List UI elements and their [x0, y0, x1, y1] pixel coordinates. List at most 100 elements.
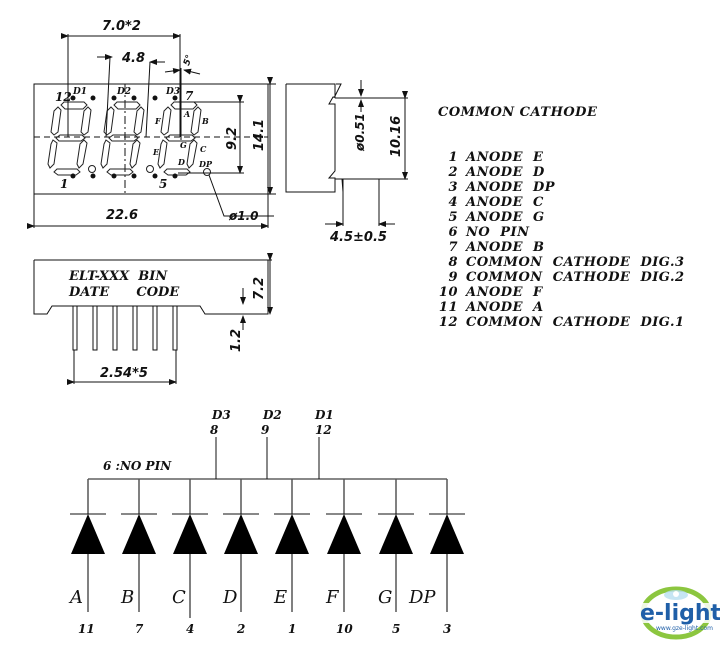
pin-description: COMMON CATHODE DIG.2: [466, 270, 685, 285]
pin-7-label: 7: [185, 89, 194, 103]
pins: [72, 305, 178, 351]
anode-pin-label: 5: [392, 622, 400, 636]
diode-triangle: [327, 514, 361, 554]
digit-label-d3: D3: [165, 87, 180, 97]
diode-triangle: [379, 514, 413, 554]
pin-description: ANODE DP: [466, 180, 556, 195]
pin-list-item: 6 NO PIN: [434, 225, 685, 240]
pin-list: COMMON CATHODE 1 ANODE E 2 ANODE D 3 ANODE DP…: [434, 75, 685, 345]
anode-pin-label: 10: [336, 622, 353, 636]
cathode-pin-label: 8: [210, 423, 219, 437]
segment-label-dp: DP: [198, 159, 213, 169]
anode-segment-label: A: [68, 587, 83, 608]
led-diode: C4: [172, 479, 208, 636]
dim-body-height-text: 7.2: [252, 277, 267, 300]
anode-segment-label: C: [172, 587, 186, 608]
dim-digit-text: 4.8: [121, 51, 145, 66]
pin-description: ANODE D: [466, 165, 545, 180]
pin-list-title: COMMON CATHODE: [438, 105, 598, 120]
anode-segment-label: E: [273, 587, 287, 608]
diode-triangle: [122, 514, 156, 554]
anode-pin-label: 11: [78, 622, 95, 636]
pin-description: ANODE C: [466, 195, 544, 210]
pin-description: ANODE G: [466, 210, 545, 225]
pin-list-item: 1 ANODE E: [434, 150, 685, 165]
anode-segment-label: D: [222, 587, 238, 608]
pin-number: 4: [448, 195, 458, 210]
led-diode: DP3: [408, 479, 465, 636]
pin-description: ANODE E: [466, 150, 544, 165]
cathode-pin-label: 12: [315, 423, 332, 437]
pin-1-label: 1: [60, 177, 68, 191]
decimal-points: [88, 165, 211, 176]
dim-total-height-text: 14.1: [252, 119, 267, 151]
anode-segment-label: F: [325, 587, 340, 608]
pin-list-item: 5 ANODE G: [434, 210, 685, 225]
diode-triangle: [275, 514, 309, 554]
pin-list-item: 7 ANODE B: [434, 240, 685, 255]
led-diode: B7: [120, 479, 157, 636]
segment-label-b: B: [201, 116, 209, 126]
segment-label-f: F: [154, 116, 162, 126]
pin-number: 1: [448, 150, 458, 165]
anode-segment-label: DP: [408, 587, 436, 608]
pin-number: 8: [448, 255, 458, 270]
dim-pin-diameter-text: ø0.51: [353, 113, 367, 152]
pin-dots: [70, 95, 178, 179]
pin-number: 12: [438, 315, 458, 330]
pin-number: 9: [448, 270, 458, 285]
part-label-line-1: ELT-XXX BIN: [68, 269, 168, 284]
cathode-pin-label: 9: [261, 423, 270, 437]
side-view: 4.5±0.5 ø0.51 10.16: [285, 80, 408, 245]
pin-number: 3: [448, 180, 458, 195]
pin-number: 6: [448, 225, 458, 240]
cathode-digit-label: D2: [262, 408, 282, 422]
led-diode: D2: [222, 479, 259, 636]
segment-label-a: A: [183, 109, 190, 119]
dim-row-spacing-text: 10.16: [389, 116, 404, 157]
led-diode: E1: [273, 479, 310, 636]
pin-12-label: 12: [55, 90, 72, 104]
dp-leader: [208, 174, 274, 217]
pin-description: NO PIN: [466, 225, 530, 240]
pin-list-item: 4 ANODE C: [434, 195, 685, 210]
pin-description: ANODE A: [466, 300, 544, 315]
led-diode: F 10: [325, 479, 362, 636]
dim-pin-pitch-text: 2.54*5: [100, 366, 148, 381]
led-diode: A 11: [68, 479, 106, 636]
dim-width-text: 22.6: [106, 208, 138, 223]
segment-label-d: D: [177, 157, 185, 167]
pin-number: 5: [448, 210, 458, 225]
anode-segment-label: G: [378, 587, 392, 608]
digit-label-d1: D1: [72, 87, 87, 97]
diode-triangle: [71, 514, 105, 554]
logo-brand-text: e-light: [640, 601, 720, 626]
logo-star: [673, 591, 679, 597]
pin-description: COMMON CATHODE DIG.1: [466, 315, 685, 330]
pin-list-item: 2 ANODE D: [434, 165, 685, 180]
digit-label-d2: D2: [116, 87, 131, 97]
part-label-line-2: DATE CODE: [68, 285, 180, 300]
anode-segment-label: B: [120, 587, 134, 608]
pin-list-item: 9 COMMON CATHODE DIG.2: [434, 270, 685, 285]
pin-list-item: 12 COMMON CATHODE DIG.1: [434, 315, 685, 330]
led-diode: G5: [378, 479, 414, 636]
pin-number: 7: [448, 240, 458, 255]
pin-description: ANODE B: [466, 240, 545, 255]
pin-number: 2: [448, 165, 458, 180]
anode-pin-label: 1: [288, 622, 296, 636]
segment-label-g: G: [180, 140, 187, 150]
diode-triangle: [224, 514, 258, 554]
segment-label-e: E: [152, 147, 160, 157]
segment-label-c: C: [200, 144, 207, 154]
dim-dp-text: ø1.0: [228, 209, 259, 223]
anode-pin-label: 7: [135, 622, 144, 636]
dim-standoff-text: 1.2: [229, 329, 244, 352]
brand-logo: e-light www.gze-light.com: [638, 586, 720, 640]
cathode-digit-label: D1: [314, 408, 334, 422]
pin-number: 10: [438, 285, 458, 300]
